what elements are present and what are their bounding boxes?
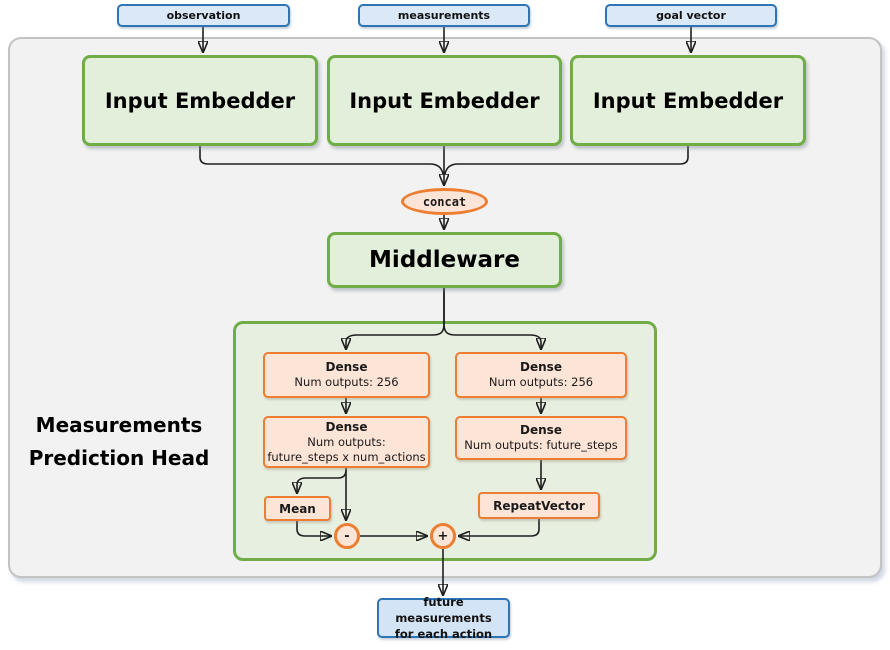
repeat-vector-label: RepeatVector <box>493 498 585 513</box>
plus-node: + <box>430 523 456 549</box>
dense-left-2: Dense Num outputs: future_steps x num_ac… <box>263 416 430 468</box>
input-embedder-1: Input Embedder <box>82 55 318 146</box>
mean-label: Mean <box>279 501 316 516</box>
input-embedder-2: Input Embedder <box>327 55 562 146</box>
dense-right-2-subtitle: Num outputs: future_steps <box>464 438 618 452</box>
concat-label: concat <box>422 194 467 209</box>
head-title-line1: Measurements <box>35 413 203 437</box>
dense-left-1-title: Dense <box>325 360 368 374</box>
output-label-line1: future measurements <box>395 595 492 625</box>
minus-node: - <box>334 523 360 549</box>
input-box-measurements: measurements <box>358 4 530 27</box>
dense-right-1-title: Dense <box>520 360 562 374</box>
dense-left-2-subtitle: Num outputs: <box>307 434 386 449</box>
dense-right-1: Dense Num outputs: 256 <box>455 352 627 398</box>
plus-icon: + <box>437 528 449 544</box>
concat-node: concat <box>401 188 488 215</box>
input-embedder-2-label: Input Embedder <box>349 88 540 113</box>
output-box: future measurements for each action <box>377 595 510 641</box>
repeat-vector-box: RepeatVector <box>478 492 600 519</box>
middleware-box: Middleware <box>327 232 562 288</box>
mean-box: Mean <box>264 496 331 521</box>
input-box-goal-vector: goal vector <box>605 4 777 27</box>
goal-vector-label: goal vector <box>656 9 726 22</box>
middleware-label: Middleware <box>369 247 520 273</box>
input-box-observation: observation <box>117 4 290 27</box>
head-title: Measurements Prediction Head <box>12 409 226 475</box>
input-embedder-3-label: Input Embedder <box>592 88 784 113</box>
dense-right-2: Dense Num outputs: future_steps <box>455 416 627 460</box>
observation-label: observation <box>166 9 241 22</box>
input-embedder-3: Input Embedder <box>570 55 806 146</box>
output-label-line2: for each action <box>394 627 493 641</box>
dense-left-1: Dense Num outputs: 256 <box>263 352 430 398</box>
head-title-line2: Prediction Head <box>28 446 210 470</box>
dense-left-1-subtitle: Num outputs: 256 <box>294 375 399 389</box>
dense-left-2-subtitle2: future_steps x num_actions <box>267 449 426 464</box>
measurements-label: measurements <box>397 9 491 22</box>
minus-icon: - <box>344 528 350 544</box>
input-embedder-1-label: Input Embedder <box>104 88 296 113</box>
dense-right-2-title: Dense <box>520 423 562 437</box>
dense-right-1-subtitle: Num outputs: 256 <box>488 375 594 389</box>
dense-left-2-title: Dense <box>325 419 368 434</box>
